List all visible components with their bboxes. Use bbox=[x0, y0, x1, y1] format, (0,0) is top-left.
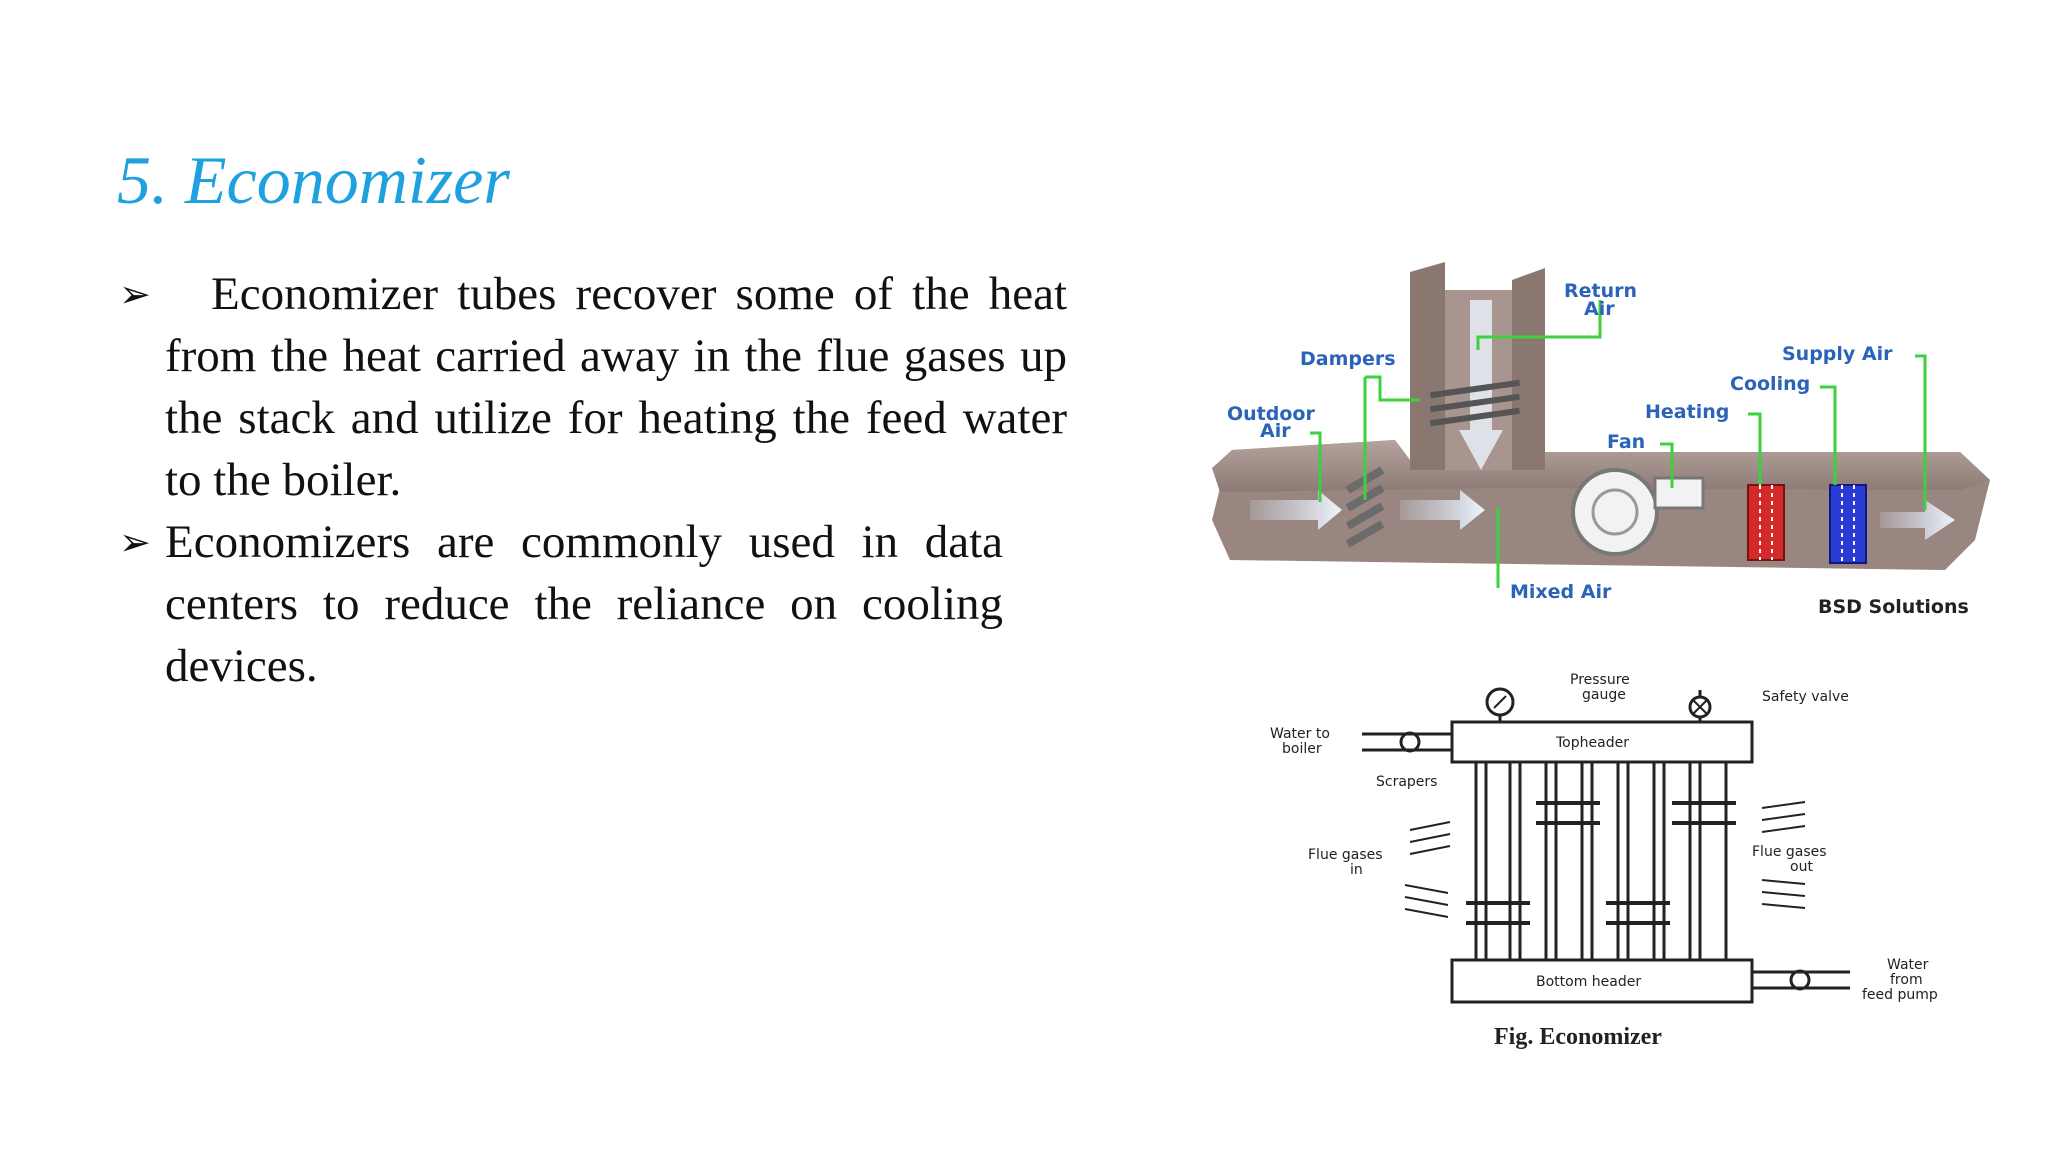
flue-gases-in-label: Flue gases bbox=[1308, 847, 1383, 863]
supply-air-label: Supply Air bbox=[1782, 343, 1893, 365]
flue-gas-in-arrows bbox=[1404, 821, 1451, 918]
bullet-item: ➢ Economizers are commonly used in data … bbox=[117, 511, 1003, 697]
economizer-tubes bbox=[1474, 762, 1728, 960]
safety-valve-label: Safety valve bbox=[1762, 689, 1849, 705]
top-header bbox=[1450, 720, 1754, 764]
outdoor-air-label: Air bbox=[1260, 420, 1291, 442]
arrowhead-bullet-icon: ➢ bbox=[119, 520, 151, 564]
mixed-air-label: Mixed Air bbox=[1510, 581, 1612, 603]
duct-top-face bbox=[1212, 440, 1990, 492]
diagram-credit: BSD Solutions bbox=[1818, 596, 1969, 618]
pressure-gauge-label: Pressure bbox=[1570, 672, 1630, 688]
slide-title: 5. Economizer bbox=[117, 142, 510, 218]
bottom-header-label: Bottom header bbox=[1536, 974, 1641, 990]
pressure-gauge-label: gauge bbox=[1582, 687, 1626, 703]
water-from-pump-label: feed pump bbox=[1862, 987, 1938, 1003]
flue-gases-out-label: Flue gases bbox=[1752, 844, 1827, 860]
valve-icon bbox=[1789, 969, 1811, 991]
water-from-pump-label: Water bbox=[1887, 957, 1929, 973]
return-air-label: Return bbox=[1564, 280, 1637, 302]
economizer-labels: Pressure gauge Safety valve Water to boi… bbox=[1270, 672, 1938, 1050]
bottom-header bbox=[1450, 958, 1754, 1004]
bullet-lead-word: Economizer bbox=[211, 268, 439, 320]
flue-gases-in-label: in bbox=[1350, 862, 1363, 878]
bullet-list: ➢ Economizer tubes recover some of the h… bbox=[117, 263, 1067, 697]
airflow-arrow-icon bbox=[1400, 490, 1485, 530]
return-air-label: Air bbox=[1584, 298, 1615, 320]
heating-coil-icon bbox=[1747, 484, 1785, 561]
flue-gas-out-arrows bbox=[1761, 801, 1806, 909]
bullet-text: Economizers are commonly used in data ce… bbox=[165, 516, 1003, 692]
flue-gases-out-label: out bbox=[1790, 859, 1813, 875]
valve-icon bbox=[1399, 731, 1421, 753]
cooling-coil-icon bbox=[1829, 484, 1867, 564]
bullet-item: ➢ Economizer tubes recover some of the h… bbox=[117, 263, 1067, 511]
leader-lines bbox=[1310, 300, 1927, 588]
cooling-label: Cooling bbox=[1730, 373, 1810, 395]
water-to-boiler-label: boiler bbox=[1282, 741, 1322, 757]
top-header-label: Topheader bbox=[1555, 735, 1629, 751]
heating-label: Heating bbox=[1645, 401, 1729, 423]
bullet-text: tubes recover some of the heat from the … bbox=[165, 268, 1068, 506]
down-arrow-icon bbox=[1459, 300, 1503, 470]
hvac-diagram: Return Air Dampers Outdoor Air Supply Ai… bbox=[1212, 262, 1990, 618]
damper-icon bbox=[1430, 379, 1520, 427]
return-air-stack-right bbox=[1512, 268, 1545, 470]
scraper-icon bbox=[1466, 801, 1736, 925]
figure-caption: Fig. Economizer bbox=[1494, 1024, 1662, 1050]
outdoor-air-label: Outdoor bbox=[1227, 403, 1315, 425]
economizer-diagram bbox=[1362, 687, 1850, 1004]
return-air-stack-left bbox=[1410, 262, 1445, 470]
fan-icon bbox=[1571, 468, 1659, 556]
dampers-label: Dampers bbox=[1300, 348, 1396, 370]
scrapers-label: Scrapers bbox=[1376, 774, 1437, 790]
arrowhead-bullet-icon: ➢ bbox=[119, 272, 151, 316]
airflow-arrow-icon bbox=[1880, 500, 1955, 540]
water-from-pump-label: from bbox=[1890, 972, 1923, 988]
fan-label: Fan bbox=[1607, 431, 1645, 453]
water-to-boiler-label: Water to bbox=[1270, 726, 1330, 742]
